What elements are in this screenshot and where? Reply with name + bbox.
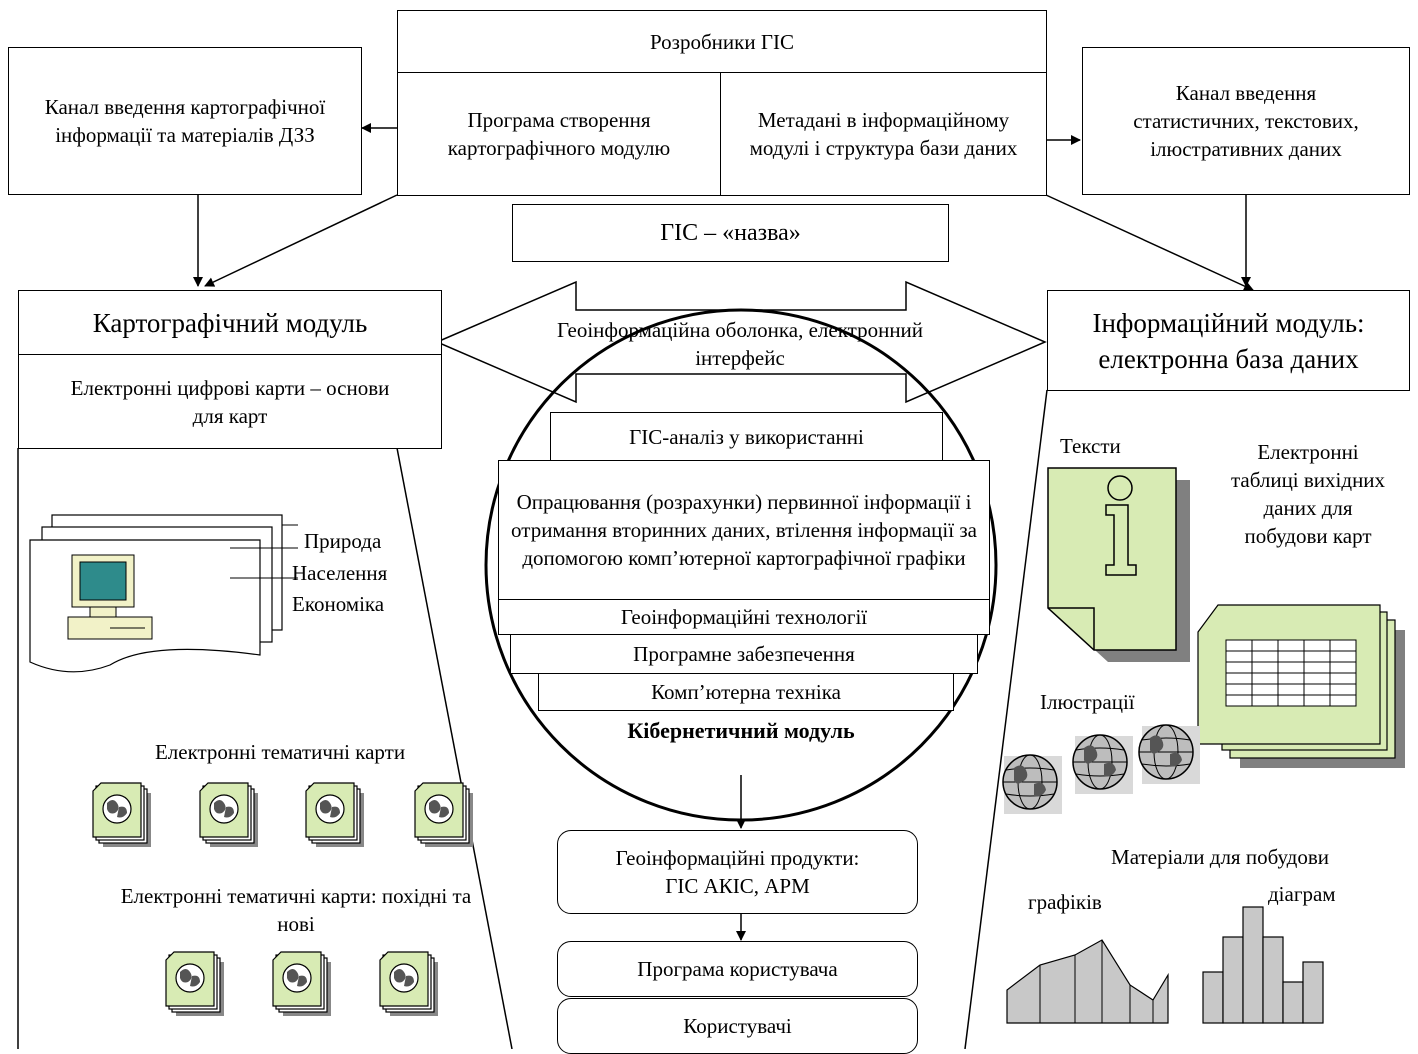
info-module-title: Інформаційний модуль: електронна база да… xyxy=(1047,290,1410,391)
thematic-map-icons xyxy=(92,782,474,848)
illustrations-label: Ілюстрації xyxy=(1040,690,1135,714)
user-program-box: Програма користувача xyxy=(557,941,918,997)
info-i-icon xyxy=(1107,475,1133,501)
line-graph-icon xyxy=(1006,939,1169,1024)
graphs-label: графіків xyxy=(1028,890,1102,914)
globe-icon xyxy=(1072,734,1128,790)
texts-label: Тексти xyxy=(1060,434,1121,458)
diagrams-label: діаграм xyxy=(1268,882,1336,906)
gis-name-box: ГІС – «назва» xyxy=(512,204,949,262)
shell-label: Геоінформаційна оболонка, електронний ін… xyxy=(556,318,924,370)
theme-population: Населення xyxy=(292,561,388,585)
users-box: Користувачі xyxy=(557,998,918,1054)
carto-module-subtitle: Електронні цифрові карти – основи для ка… xyxy=(18,354,442,449)
layer-geo-technologies: Геоінформаційні технології xyxy=(498,599,990,635)
map-icon xyxy=(379,951,439,1017)
program-box: Програма створення картографічного модул… xyxy=(397,72,721,196)
left-channel-box: Канал введення картографічної інформації… xyxy=(8,47,362,195)
computer-icon-group xyxy=(29,514,298,673)
layer-gis-analysis: ГІС-аналіз у використанні xyxy=(550,412,943,462)
right-channel-box: Канал введення статистичних, текстових, … xyxy=(1082,47,1410,195)
metadata-box: Метадані в інформаційному модулі і струк… xyxy=(720,72,1047,196)
layer-software: Програмне забезпечення xyxy=(510,634,978,674)
shell-double-arrow xyxy=(435,280,1047,404)
map-icon xyxy=(305,782,365,848)
bar-chart-icon xyxy=(1202,906,1324,1024)
computer-icon xyxy=(67,554,153,640)
text-document-icon xyxy=(1047,467,1190,662)
derived-maps-label: Електронні тематичні карти: похідні та н… xyxy=(120,884,472,936)
globe-icon xyxy=(1138,724,1194,780)
spreadsheet-icon xyxy=(1197,604,1405,768)
thematic-maps-label: Електронні тематичні карти xyxy=(154,740,406,764)
map-icon xyxy=(92,782,152,848)
developers-title: Розробники ГІС xyxy=(397,10,1047,73)
derived-map-icons xyxy=(165,951,439,1017)
tables-label: Електронні таблиці вихідних даних для по… xyxy=(1230,440,1386,548)
globe-icons xyxy=(1002,724,1200,814)
map-icon xyxy=(165,951,225,1017)
map-icon xyxy=(199,782,259,848)
cyber-module-title: Кібернетичний модуль xyxy=(627,718,855,743)
layer-processing: Опрацювання (розрахунки) первинної інфор… xyxy=(498,460,990,600)
globe-icon xyxy=(1002,754,1058,810)
map-icon xyxy=(272,951,332,1017)
cyber-module-circle xyxy=(484,308,998,822)
carto-module-title: Картографічний модуль xyxy=(18,290,442,355)
map-icon xyxy=(414,782,474,848)
layer-hardware: Комп’ютерна техніка xyxy=(538,673,954,711)
theme-nature: Природа xyxy=(304,529,382,553)
materials-label: Матеріали для побудови xyxy=(1111,845,1329,869)
connector-lines xyxy=(17,123,1254,1049)
geo-products-box: Геоінформаційні продукти: ГІС АКІС, АРМ xyxy=(557,830,918,914)
theme-economy: Економіка xyxy=(292,592,385,616)
